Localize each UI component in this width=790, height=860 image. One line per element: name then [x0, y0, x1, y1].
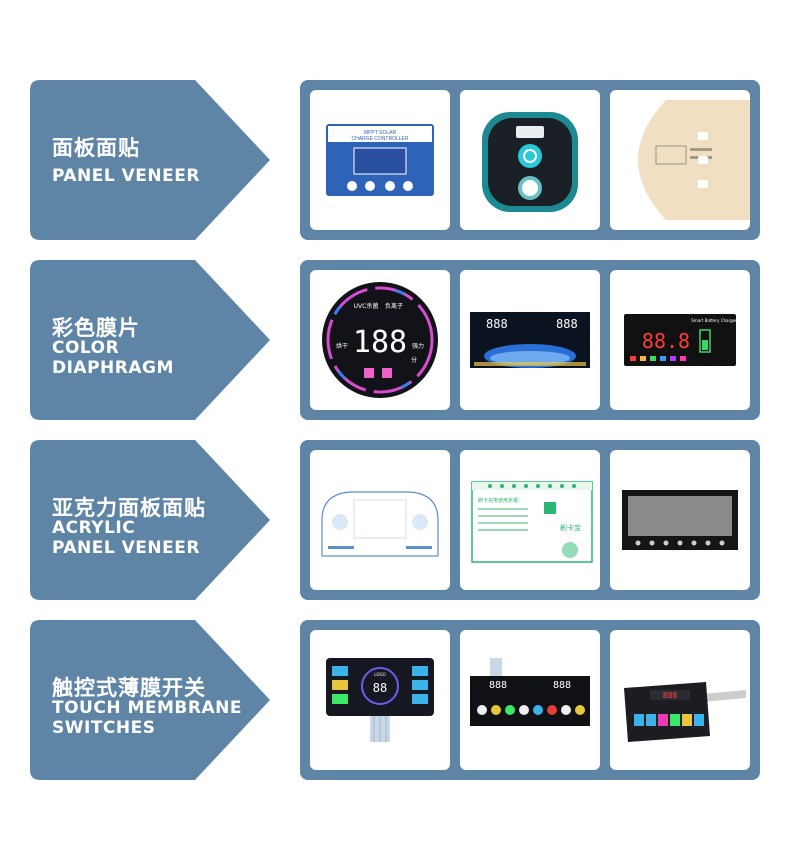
round-display-label-uvc: UVC杀菌 — [354, 302, 379, 310]
svg-text:188: 188 — [353, 325, 407, 360]
category-label-arrow: 面板面贴 PANEL VENEER — [30, 80, 270, 240]
category-title-cn: 彩色膜片 — [52, 316, 140, 340]
svg-text:888: 888 — [486, 317, 508, 331]
product-image-touch-digit-switch[interactable]: 888 888 — [460, 630, 600, 770]
category-label-arrow: 彩色膜片 COLOR DIAPHRAGM — [30, 260, 270, 420]
svg-text:88.8: 88.8 — [642, 329, 690, 353]
product-image-black-lcd-panel[interactable] — [610, 450, 750, 590]
category-row-color-diaphragm: 彩色膜片 COLOR DIAPHRAGM UVC杀菌 负离子 188 烘干 强力… — [0, 260, 790, 420]
category-title-en: PANEL VENEER — [52, 166, 200, 186]
round-display-label-min: 分 — [411, 356, 417, 364]
controller-caption-line2: CHARGE CONTROLLER — [352, 136, 409, 142]
product-image-touch-round-switch[interactable]: LOGO 88 — [310, 630, 450, 770]
category-title-en: ACRYLIC PANEL VENEER — [52, 518, 200, 558]
category-row-panel-veneer: 面板面贴 PANEL VENEER MPPT SOLAR CHARGE CONT… — [0, 80, 790, 240]
round-display-label-ion: 负离子 — [385, 302, 403, 310]
svg-text:888: 888 — [553, 680, 571, 691]
category-title-cn: 触控式薄膜开关 — [52, 676, 206, 700]
svg-text:88: 88 — [373, 681, 387, 695]
category-title-en: TOUCH MEMBRANE SWITCHES — [52, 698, 242, 738]
arrow-shape — [30, 260, 270, 420]
category-label-arrow: 亚克力面板面贴 ACRYLIC PANEL VENEER — [30, 440, 270, 600]
arrow-shape — [30, 620, 270, 780]
product-image-battery-charger-display[interactable]: Smart Battery Charger 88.8 — [610, 270, 750, 410]
svg-text:888: 888 — [489, 680, 507, 691]
category-title-cn: 亚克力面板面贴 — [52, 496, 206, 520]
round-display-label-dry: 烘干 — [336, 342, 348, 350]
green-panel-brand: 刷卡宝 — [560, 523, 581, 532]
battery-charger-caption: Smart Battery Charger — [691, 318, 737, 323]
green-panel-instruction-title: 刷卡充电使用步骤： — [478, 497, 523, 504]
controller-caption-line1: MPPT SOLAR — [364, 130, 397, 136]
arrow-shape — [30, 440, 270, 600]
arrow-shape — [30, 80, 270, 240]
product-image-solar-controller[interactable]: MPPT SOLAR CHARGE CONTROLLER — [310, 90, 450, 230]
category-label-arrow: 触控式薄膜开关 TOUCH MEMBRANE SWITCHES — [30, 620, 270, 780]
category-title-cn: 面板面贴 — [52, 136, 140, 160]
category-row-touch-membrane-switches: 触控式薄膜开关 TOUCH MEMBRANE SWITCHES LOGO 88 — [0, 620, 790, 780]
svg-text:888: 888 — [663, 691, 678, 700]
round-display-label-power: 强力 — [412, 342, 424, 350]
touch-switch-logo: LOGO — [374, 672, 385, 677]
svg-text:888: 888 — [556, 317, 578, 331]
product-image-touch-keypad-switch[interactable]: 888 — [610, 630, 750, 770]
product-image-earth-display[interactable]: 888 888 — [460, 270, 600, 410]
category-row-acrylic-panel-veneer: 亚克力面板面贴 ACRYLIC PANEL VENEER — [0, 440, 790, 600]
category-title-en: COLOR DIAPHRAGM — [52, 338, 174, 378]
product-image-arched-panel[interactable] — [310, 450, 450, 590]
product-image-panel: 刷卡充电使用步骤： 刷卡宝 — [300, 440, 760, 600]
product-image-panel: UVC杀菌 负离子 188 烘干 强力 分 888 888 — [300, 260, 760, 420]
product-image-beige-panel[interactable] — [610, 90, 750, 230]
product-image-green-instruction-panel[interactable]: 刷卡充电使用步骤： 刷卡宝 — [460, 450, 600, 590]
product-image-panel: LOGO 88 888 888 — [300, 620, 760, 780]
product-image-power-button-panel[interactable] — [460, 90, 600, 230]
product-image-round-display[interactable]: UVC杀菌 负离子 188 烘干 强力 分 — [310, 270, 450, 410]
product-image-panel: MPPT SOLAR CHARGE CONTROLLER — [300, 80, 760, 240]
